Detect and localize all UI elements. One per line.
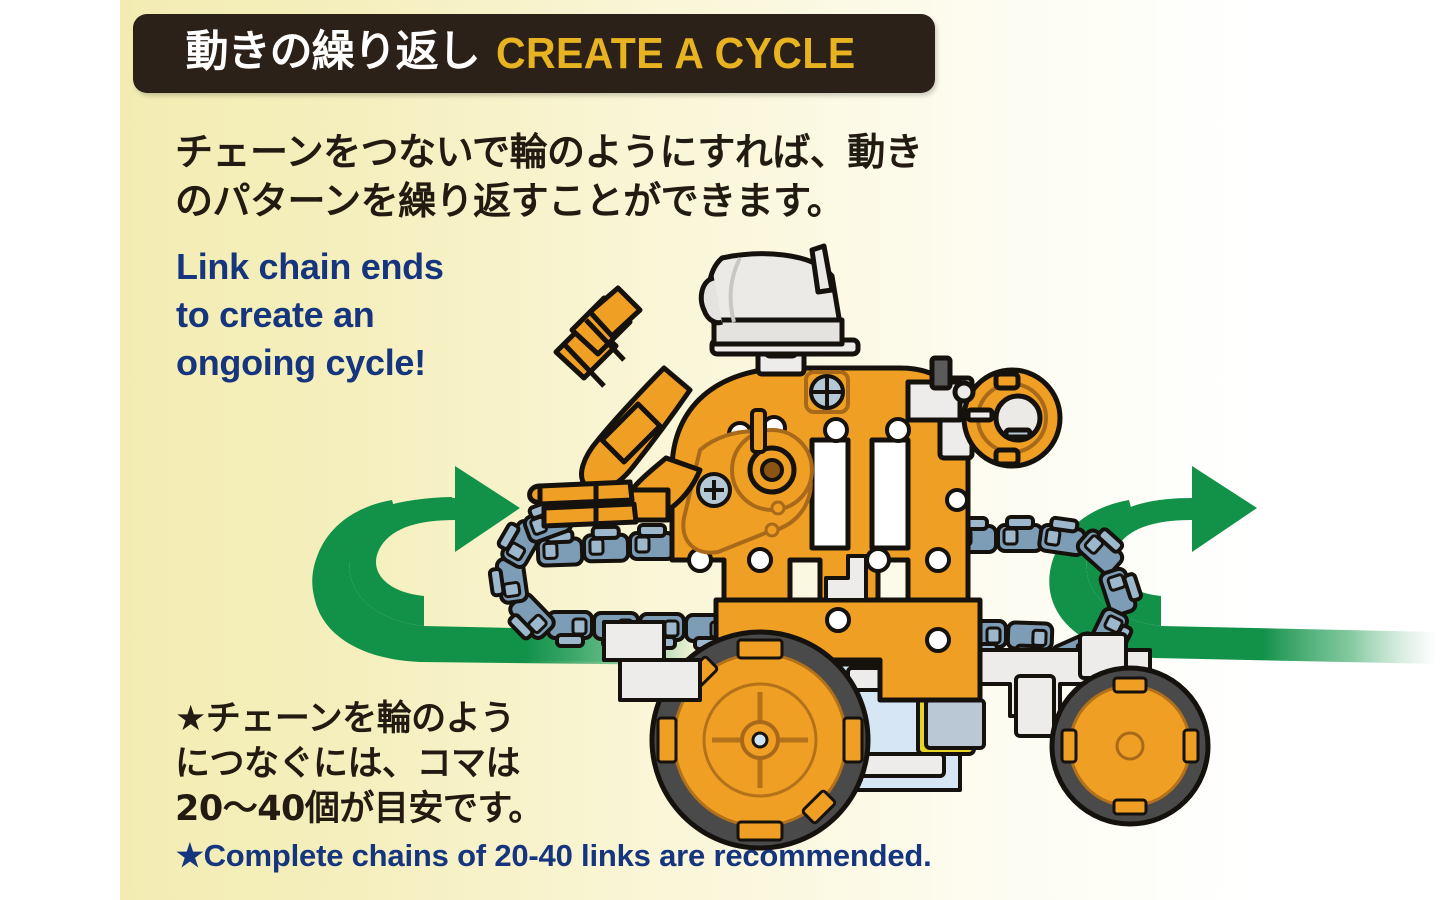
lead-text-en: Link chain ends to create an ongoing cyc… bbox=[176, 246, 444, 383]
header-banner: 動きの繰り返し CREATE A CYCLE bbox=[133, 14, 935, 93]
robot-arm-lower bbox=[527, 455, 703, 529]
rear-wheel bbox=[1049, 665, 1211, 827]
robot-head bbox=[698, 243, 861, 377]
side-pulley bbox=[905, 355, 1063, 469]
cycle-arrow-right bbox=[1049, 466, 1437, 664]
robot-body bbox=[669, 365, 983, 703]
front-bracket bbox=[602, 620, 702, 702]
body-standoff bbox=[788, 554, 868, 602]
note-text-jp: ★チェーンを輪のよう につなぐには、コマは 20〜40個が目安です。 bbox=[175, 699, 543, 829]
front-wheel bbox=[649, 629, 871, 851]
header-title-jp: 動きの繰り返し bbox=[185, 27, 481, 77]
note-text-en: ★Complete chains of 20-40 links are reco… bbox=[176, 838, 932, 873]
header-title-en: CREATE A CYCLE bbox=[495, 28, 856, 78]
intro-text-jp: チェーンをつないで輪のようにすれば、動き のパターンを繰り返すことができます。 bbox=[175, 130, 923, 224]
